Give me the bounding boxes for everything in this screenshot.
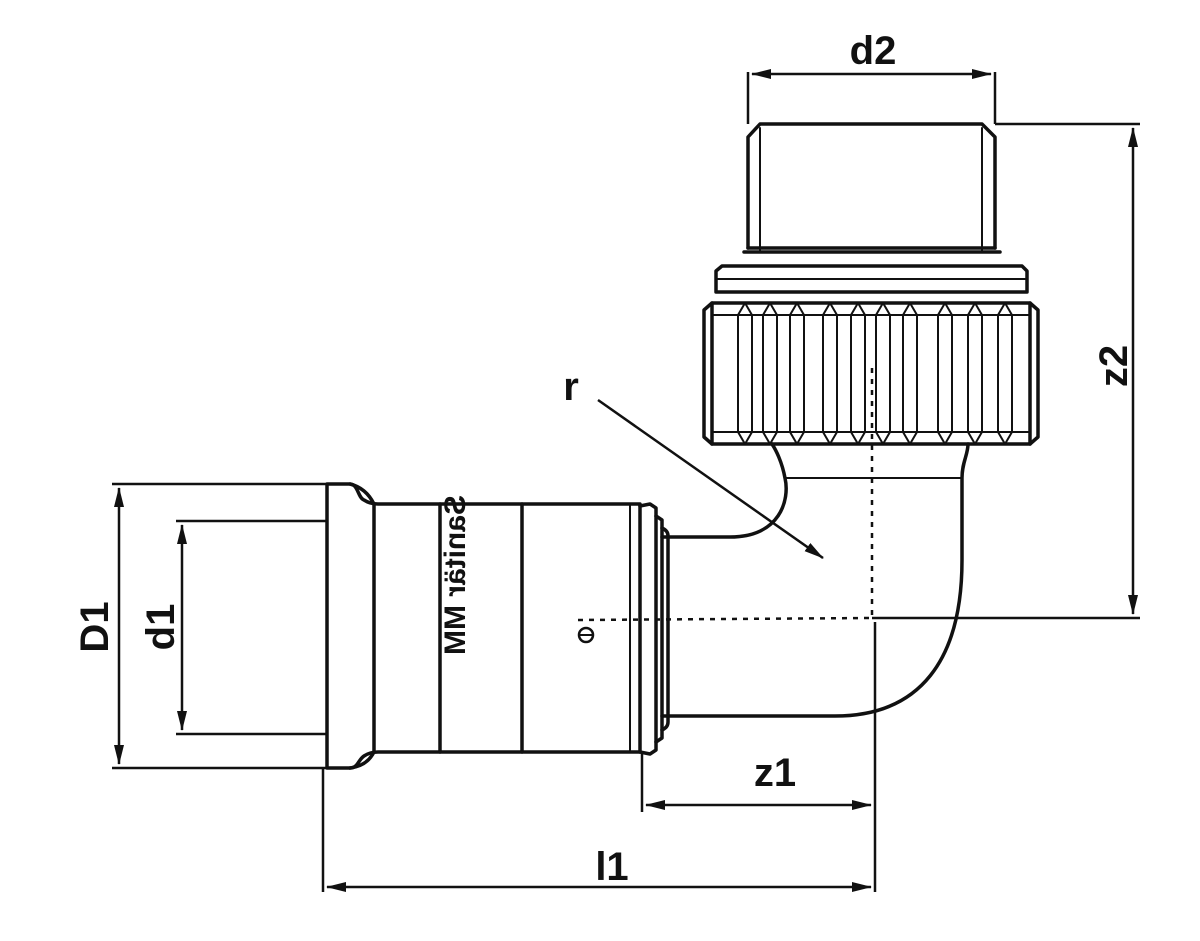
sleeve-marking-text: Sanitär MM <box>439 495 472 655</box>
press-sleeve: Sanitär MM <box>325 482 670 770</box>
nut-rib <box>744 302 753 445</box>
nut-rib <box>974 302 983 445</box>
nut-rib <box>829 302 838 445</box>
flange-ring <box>714 264 1029 294</box>
nut-rib <box>967 302 976 445</box>
label-l1: l1 <box>595 845 628 889</box>
nut-rib <box>997 302 1006 445</box>
nut-rib <box>796 302 805 445</box>
dimension-l1: l1 <box>321 768 872 892</box>
dimension-d1: d1 <box>139 519 327 736</box>
knurled-nut <box>702 301 1040 446</box>
label-r: r <box>563 365 579 409</box>
label-z2: z2 <box>1092 345 1136 387</box>
nut-rib <box>822 302 831 445</box>
nut-rib <box>762 302 771 445</box>
label-z1: z1 <box>754 751 796 795</box>
nut-rib <box>857 302 866 445</box>
nut-rib <box>937 302 946 445</box>
nut-rib <box>769 302 778 445</box>
nut-rib <box>902 302 911 445</box>
dimension-d2: d2 <box>746 29 997 124</box>
dimension-z2: z2 <box>872 122 1140 620</box>
nut-rib <box>909 302 918 445</box>
label-D1: D1 <box>73 601 117 652</box>
label-d1: d1 <box>139 604 183 651</box>
dimension-D1: D1 <box>73 482 327 770</box>
dimension-z1: z1 <box>640 622 877 892</box>
center-lines <box>577 368 874 622</box>
label-d2: d2 <box>850 29 897 73</box>
nut-rib <box>875 302 884 445</box>
threaded-end <box>742 122 1002 254</box>
nut-rib <box>1004 302 1013 445</box>
nut-rib <box>850 302 859 445</box>
nut-rib <box>944 302 953 445</box>
nut-rib <box>789 302 798 445</box>
nut-rib <box>882 302 891 445</box>
nut-rib <box>737 302 746 445</box>
elbow-body <box>660 442 970 718</box>
dimension-r: r <box>563 365 824 560</box>
